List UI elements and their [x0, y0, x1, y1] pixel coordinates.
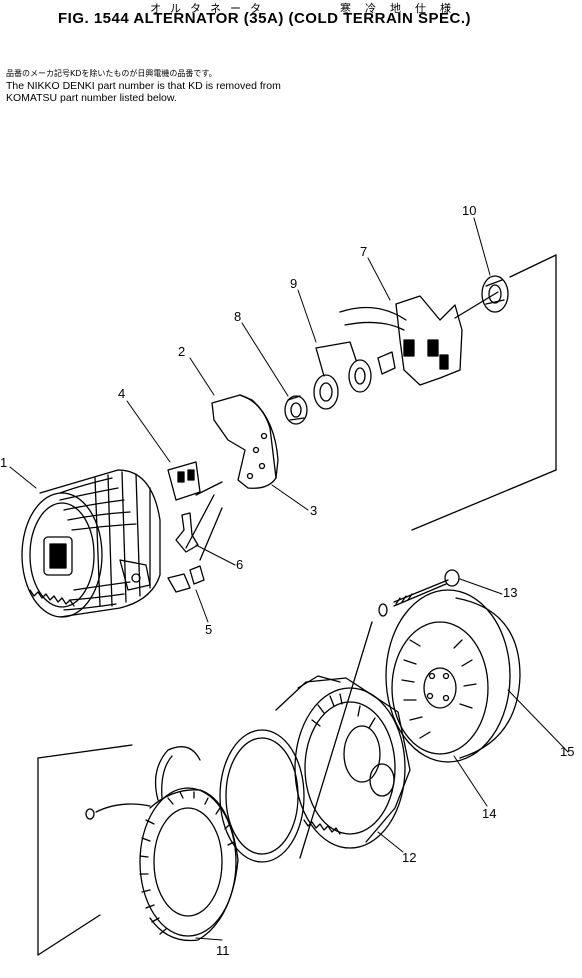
- callout-7: 7: [360, 244, 367, 259]
- callout-9: 9: [290, 276, 297, 291]
- callout-15: 15: [560, 744, 574, 759]
- rear-bearing-part-10: [481, 275, 509, 313]
- callout-13: 13: [503, 585, 517, 600]
- figure-title: FIG. 1544 ALTERNATOR (35A) (COLD TERRAIN…: [58, 10, 471, 27]
- callout-1: 1: [0, 455, 7, 470]
- rotor-part-7: [339, 291, 499, 386]
- terminal-part-5: [167, 481, 223, 593]
- callout-10: 10: [462, 203, 476, 218]
- note-japanese: 品番のメーカ記号KDを除いたものが日興電機の品番です。: [6, 69, 217, 78]
- callout-5: 5: [205, 622, 212, 637]
- brush-holder-part-4: [167, 461, 201, 501]
- terminal-part-6: [175, 512, 199, 553]
- title-kanji: 寒冷地仕様: [340, 2, 465, 15]
- callout-2: 2: [178, 344, 185, 359]
- callout-12: 12: [402, 850, 416, 865]
- callout-3: 3: [310, 503, 317, 518]
- note-english-line1: The NIKKO DENKI part number is that KD i…: [6, 80, 281, 92]
- washer: [378, 603, 388, 617]
- callout-4: 4: [118, 386, 125, 401]
- callout-14: 14: [482, 806, 496, 821]
- slip-rings-part-9: [313, 341, 372, 410]
- fan-part-15: [385, 589, 521, 763]
- callout-labels: 1 2 3 4 5 6 7 8 9 10 11 12 13 14 15: [0, 203, 574, 958]
- bearing-part-8: [284, 395, 308, 425]
- callout-8: 8: [234, 309, 241, 324]
- rear-housing-part-12: [275, 675, 411, 849]
- bolt-part-13: [393, 569, 460, 607]
- assembly-frame-upper: [411, 254, 557, 531]
- brush-plate-part-2-3: [211, 394, 279, 489]
- stator-ring: [219, 729, 305, 863]
- title-kana: オルタネータ: [150, 2, 270, 15]
- front-housing-part-1: [21, 469, 161, 618]
- callout-6: 6: [236, 557, 243, 572]
- callout-11: 11: [216, 943, 230, 958]
- leader-lines: [9, 217, 569, 941]
- stator-part-11: [85, 746, 239, 942]
- assembly-frame-lower: [37, 621, 373, 956]
- note-english-line2: KOMATSU part number listed below.: [6, 92, 177, 104]
